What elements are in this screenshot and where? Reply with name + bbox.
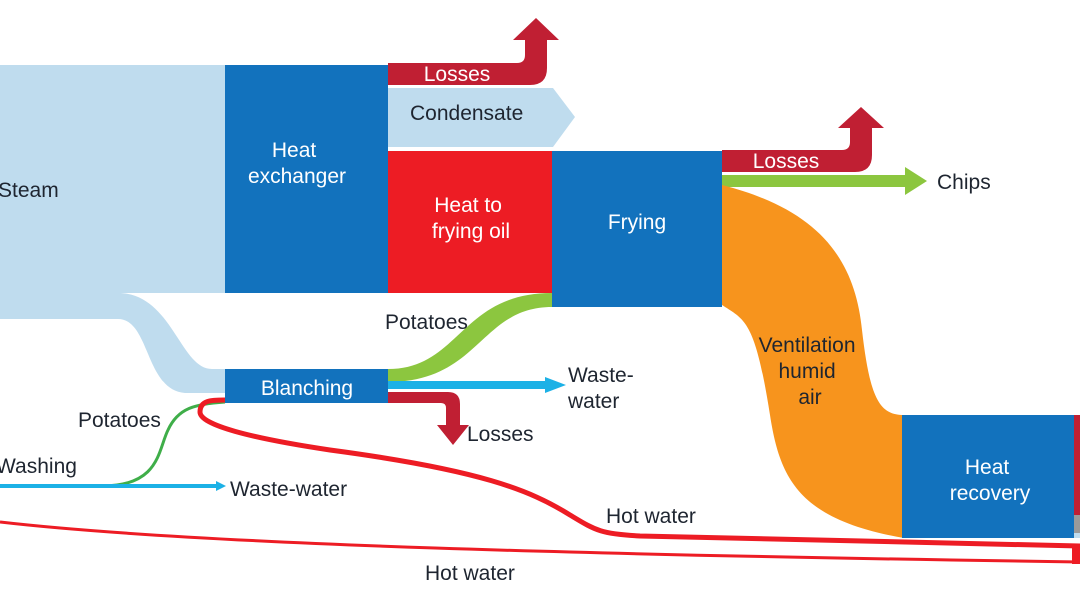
losses-blanching-label: Losses xyxy=(467,423,534,446)
losses-frying-flow xyxy=(722,107,884,172)
potatoes-to-frying-label: Potatoes xyxy=(385,311,468,334)
heat-recovery-node xyxy=(902,415,1074,538)
condensate-label: Condensate xyxy=(410,102,523,125)
potatoes-to-frying-flow xyxy=(388,293,552,382)
waste-water-blanching-label: Waste- water xyxy=(567,364,640,413)
heat-exchanger-label-line-1: Heat xyxy=(272,139,317,162)
ventilation-humid-air-label: Ventilation humid air xyxy=(759,334,862,409)
losses-top-label: Losses xyxy=(424,63,491,86)
potatoes-to-blanching-label: Potatoes xyxy=(78,409,161,432)
waste-water-blanching-flow xyxy=(388,377,566,393)
washing-label: Washing xyxy=(0,455,77,478)
heat-recovery-label: Heat recovery xyxy=(950,456,1031,505)
steam-to-blanching-flow xyxy=(0,293,225,393)
hot-water-upper-label: Hot water xyxy=(606,505,696,528)
heat-recovery-blue-stub xyxy=(1074,533,1080,538)
waste-water-blanching-label-line-2: water xyxy=(567,390,619,413)
heat-recovery-label-line-1: Heat xyxy=(965,456,1010,479)
ventilation-humid-air-flow xyxy=(722,185,904,538)
ventilation-label-line-1: Ventilation xyxy=(759,334,856,357)
heat-to-frying-oil-node xyxy=(388,151,552,293)
condensate-flow xyxy=(388,88,575,147)
hot-water-lower-label: Hot water xyxy=(425,562,515,585)
heat-recovery-red-stub xyxy=(1074,415,1080,515)
waste-water-blanching-label-line-1: Waste- xyxy=(568,364,634,387)
steam-label: Steam xyxy=(0,179,59,202)
hot-water-upper-line xyxy=(197,397,1080,549)
losses-blanching-flow xyxy=(388,392,469,445)
waste-water-arrowhead xyxy=(216,481,226,491)
frying-label: Frying xyxy=(608,211,666,234)
blanching-label: Blanching xyxy=(261,377,353,400)
steam-flow xyxy=(0,65,225,293)
waste-water-washing-label: Waste-water xyxy=(230,478,347,501)
losses-frying-label: Losses xyxy=(753,150,820,173)
blanching-node xyxy=(225,369,388,403)
hot-water-lower-line xyxy=(0,520,1080,564)
chips-label: Chips xyxy=(937,171,991,194)
heat-exchanger-node xyxy=(225,65,388,293)
frying-node xyxy=(552,151,722,307)
heat-exchanger-label: Heat exchanger xyxy=(248,139,346,188)
heat-to-frying-oil-label-line-1: Heat to xyxy=(434,194,502,217)
losses-top-flow xyxy=(388,18,559,85)
heat-to-frying-oil-label-line-2: frying oil xyxy=(432,220,510,243)
chips-flow xyxy=(722,167,927,195)
heat-recovery-grey-stub xyxy=(1074,515,1080,533)
ventilation-label-line-3: air xyxy=(798,386,821,409)
ventilation-label-line-2: humid xyxy=(778,360,835,383)
heat-recovery-label-line-2: recovery xyxy=(950,482,1031,505)
hot-water-connector xyxy=(1072,544,1080,564)
heat-to-frying-oil-label: Heat to frying oil xyxy=(432,194,510,243)
heat-exchanger-label-line-2: exchanger xyxy=(248,165,346,188)
